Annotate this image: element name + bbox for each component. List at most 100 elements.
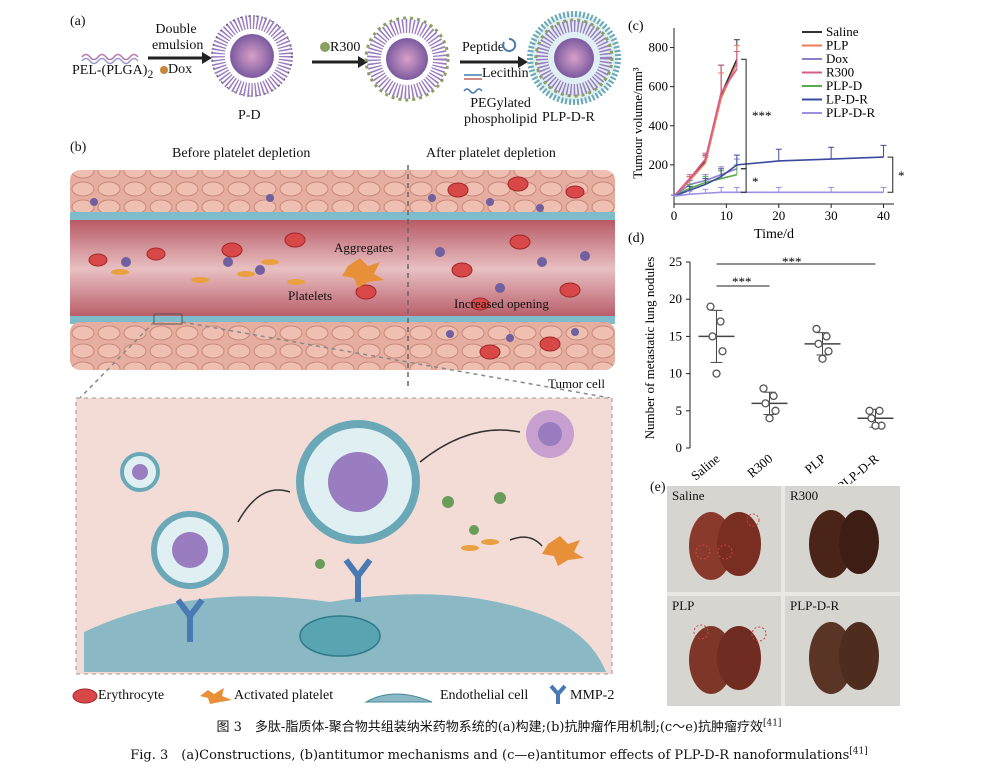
arrow-icon — [460, 56, 528, 68]
peptide-icon — [502, 37, 517, 52]
chart-c-bracket-right — [887, 156, 894, 193]
chart-d-point — [761, 399, 770, 408]
chart-d-point — [771, 406, 780, 415]
legend-mmp2: MMP-2 — [570, 688, 615, 703]
legend-activated-platelet: Activated platelet — [234, 688, 334, 703]
legend-erythrocyte: Erythrocyte — [98, 688, 165, 703]
chart-d-y-tick-label: 5 — [676, 403, 683, 418]
lung-label-plp: PLP — [672, 598, 695, 613]
tumor-cell-label: Tumor cell — [548, 376, 605, 391]
panel-b-tag: (b) — [70, 140, 87, 155]
chart-c-y-tick-label: 200 — [649, 157, 669, 172]
after-depletion-label: After platelet depletion — [426, 146, 556, 161]
chart-d-y-tick-label: 10 — [669, 366, 682, 381]
chart-d-point — [814, 339, 823, 348]
chart-c-bracket-lower — [740, 168, 747, 193]
lung-saline-icon — [689, 512, 761, 580]
r300-label: R300 — [330, 40, 361, 55]
chart-d-y-tick-label: 15 — [669, 328, 682, 343]
chart-d-sig2: *** — [782, 254, 802, 269]
chart-d-point — [765, 414, 774, 423]
r300-dot-icon — [320, 42, 330, 52]
chart-c-x-tick-label: 10 — [720, 208, 733, 223]
panel-e-tag: (e) — [650, 480, 666, 495]
chart-d-point — [822, 332, 831, 341]
panel-c-tag: (c) — [628, 19, 644, 34]
legend-endothelial-cell: Endothelial cell — [440, 688, 529, 703]
chart-d-point — [812, 324, 821, 334]
chart-c-series-line — [673, 191, 884, 197]
platelets-label: Platelets — [288, 288, 333, 303]
polymer-label: PEL-(PLGA)2 — [72, 63, 154, 81]
chart-c-xlabel: Time/d — [754, 227, 794, 242]
peg-phospholipid-icon — [463, 88, 483, 94]
chart-d-point — [712, 369, 721, 378]
chart-d-y-tick-label: 0 — [676, 440, 683, 455]
chart-d-ylabel: Number of metastatic lung nodules — [642, 257, 657, 440]
lung-label-r300: R300 — [790, 488, 819, 503]
lung-plp-d-r-icon — [809, 622, 879, 694]
chart-c-legend-label: PLP-D — [826, 78, 862, 93]
chart-d-category-label: PLP — [802, 451, 829, 477]
mmp2-icon — [549, 684, 567, 704]
chart-c-legend-label: Saline — [826, 24, 859, 39]
r300-nanoparticle-icon — [364, 16, 450, 102]
chart-d-category-label: PLP-D-R — [834, 451, 882, 484]
chart-d-point — [871, 421, 880, 430]
lecithin-label: Lecithin — [482, 66, 529, 81]
dox-label: Dox — [168, 62, 193, 77]
erythrocyte-icon — [72, 688, 98, 704]
chart-c-legend-label: R300 — [826, 65, 854, 80]
chart-d-point — [716, 317, 725, 326]
peptide-label: Peptide — [462, 40, 504, 55]
chart-c-x-tick-label: 20 — [772, 208, 785, 223]
lung-photo-plp: PLP — [667, 596, 781, 706]
vessel-schematic — [70, 162, 615, 675]
chart-c-sig-lower: * — [752, 174, 759, 189]
chart-c-bracket-upper — [740, 58, 747, 170]
arrow-icon — [312, 56, 368, 68]
caption-cn: 图 3 多肽-脂质体-聚合物共组装纳米药物系统的(a)构建;(b)抗肿瘤作用机制… — [216, 718, 782, 735]
chart-d-point — [865, 406, 874, 415]
chart-c-legend-label: PLP-D-R — [826, 105, 875, 120]
chart-d-category-label: Saline — [688, 451, 723, 484]
chart-c-x-tick-label: 30 — [825, 208, 838, 223]
chart-c-y-tick-label: 400 — [649, 118, 669, 133]
chart-c-legend-label: PLP — [826, 38, 848, 53]
chart-c-x-tick-label: 0 — [671, 208, 678, 223]
lung-photo-r300: R300 — [785, 486, 900, 592]
chart-d-sig1: *** — [732, 274, 752, 289]
caption-en: Fig. 3 (a)Constructions, (b)antitumor me… — [130, 746, 868, 763]
chart-d-point — [708, 332, 717, 341]
chart-d-point — [875, 406, 884, 415]
endothelial-cell-icon — [364, 693, 433, 703]
chart-c-legend-label: Dox — [826, 51, 849, 66]
increased-opening-label: Increased opening — [454, 296, 549, 311]
chart-c-sig-upper: *** — [752, 108, 772, 123]
plp-d-r-label: PLP-D-R — [542, 110, 595, 125]
chart-c-x-tick-label: 40 — [877, 208, 890, 223]
arrow-icon — [148, 52, 212, 64]
chart-d-point — [759, 384, 768, 393]
chart-d-point — [818, 354, 827, 363]
chart-d-y-tick-label: 25 — [669, 254, 682, 269]
lecithin-icon — [464, 74, 482, 80]
chart-d-point — [769, 391, 778, 401]
panel-a-tag: (a) — [70, 14, 86, 29]
lung-plp-icon — [689, 624, 767, 694]
polymer-strands-icon — [81, 53, 168, 74]
chart-c-ylabel: Tumour volume/mm³ — [630, 67, 645, 179]
chart-d-point — [867, 414, 876, 423]
lung-photos: Saline R300 PLP PLP-D-R — [667, 486, 900, 706]
activated-platelet-icon — [200, 688, 232, 704]
panel-d-tag: (d) — [628, 231, 645, 246]
lung-photo-plp-d-r: PLP-D-R — [785, 596, 900, 706]
aggregates-label: Aggregates — [334, 240, 394, 255]
chart-d-point — [824, 347, 833, 356]
